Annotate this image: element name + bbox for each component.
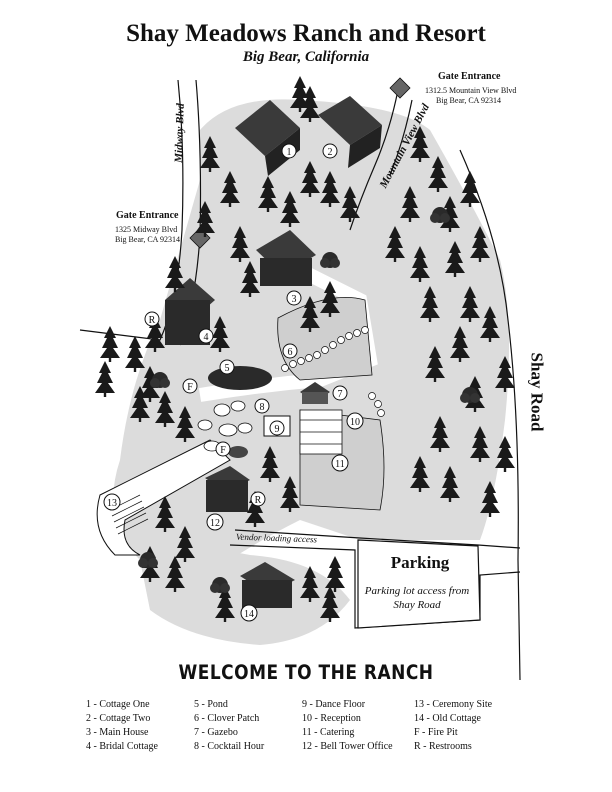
gate-midway-address: 1325 Midway Blvd	[115, 225, 178, 234]
marker-7: 7	[332, 385, 348, 401]
legend-item: 4 - Bridal Cottage	[86, 741, 158, 752]
legend-item: 9 - Dance Floor	[302, 699, 366, 710]
legend-item: F - Fire Pit	[414, 727, 458, 738]
legend-column-4: 13 - Ceremony Site 14 - Old Cottage F - …	[414, 698, 526, 754]
map-legend: 1 - Cottage One 2 - Cottage Two 3 - Main…	[86, 698, 526, 754]
legend-column-3: 9 - Dance Floor 10 - Reception 11 - Cate…	[302, 698, 414, 754]
marker-8-label: 8	[260, 402, 265, 413]
marker-5: 5	[219, 359, 235, 375]
legend-item: 6 - Clover Patch	[194, 713, 260, 724]
marker-firepit-2: F	[215, 441, 231, 457]
legend-item: 5 - Pond	[194, 699, 228, 710]
old-cottage-building	[240, 562, 295, 608]
gate-icon-mountain-view	[389, 77, 411, 99]
marker-6-label: 6	[288, 347, 293, 358]
map-markers: 1 2 3 4 5 6 7 8 9 10 11 12 13 14 R R F F	[103, 143, 364, 622]
marker-10-label: 10	[350, 417, 360, 428]
shay-road-label: Shay Road	[527, 352, 547, 432]
vendor-access-road-edge	[234, 529, 521, 549]
legend-item: 10 - Reception	[302, 713, 361, 724]
gate-mountain-view-title: Gate Entrance	[438, 71, 501, 82]
legend-item: 3 - Main House	[86, 727, 149, 738]
gate-midway-title: Gate Entrance	[116, 210, 179, 221]
marker-restroom-2-label: R	[255, 495, 262, 506]
marker-7-label: 7	[338, 389, 343, 400]
shay-road-line	[459, 149, 521, 681]
marker-10: 10	[346, 412, 364, 430]
gate-mountain-view-address: 1312.5 Mountain View Blvd	[425, 86, 517, 95]
marker-1-label: 1	[287, 147, 292, 158]
pond	[208, 366, 272, 390]
legend-item: 7 - Gazebo	[194, 727, 238, 738]
marker-restroom-1-label: R	[149, 315, 156, 326]
marker-restroom-2: R	[250, 491, 266, 507]
gate-mountain-view-city: Big Bear, CA 92314	[436, 96, 502, 105]
marker-restroom-1: R	[144, 311, 160, 327]
reception-tent	[299, 409, 343, 455]
clover-stone-border	[281, 326, 385, 417]
marker-firepit-1-label: F	[187, 382, 193, 393]
legend-item: 8 - Cocktail Hour	[194, 741, 265, 752]
marker-5-label: 5	[225, 363, 230, 374]
marker-14: 14	[240, 604, 258, 622]
marker-2: 2	[322, 143, 338, 159]
legend-item: 14 - Old Cottage	[414, 713, 481, 724]
marker-11: 11	[331, 454, 349, 472]
cottage-two-building	[318, 96, 382, 168]
legend-item: 12 - Bell Tower Office	[302, 741, 393, 752]
ceremony-road	[96, 439, 231, 556]
mountain-view-road-edge	[389, 99, 413, 176]
legend-column-1: 1 - Cottage One 2 - Cottage Two 3 - Main…	[86, 698, 194, 754]
fire-pit-object	[228, 446, 248, 458]
marker-1: 1	[281, 143, 297, 159]
marker-11-label: 11	[335, 459, 345, 470]
marker-3: 3	[286, 290, 302, 306]
legend-item: R - Restrooms	[414, 741, 472, 752]
marker-firepit-1: F	[182, 378, 198, 394]
marker-14-label: 14	[244, 609, 254, 620]
marker-12: 12	[206, 513, 224, 531]
marker-13-label: 13	[107, 498, 117, 509]
marker-9-label: 9	[275, 424, 280, 435]
legend-column-2: 5 - Pond 6 - Clover Patch 7 - Gazebo 8 -…	[194, 698, 302, 754]
marker-4: 4	[198, 328, 214, 344]
map-title: Shay Meadows Ranch and Resort	[126, 20, 486, 47]
marker-8: 8	[254, 398, 270, 414]
marker-firepit-2-label: F	[220, 445, 226, 456]
legend-item: 11 - Catering	[302, 727, 355, 738]
marker-9: 9	[269, 420, 285, 436]
legend-item: 13 - Ceremony Site	[414, 699, 493, 710]
legend-item: 1 - Cottage One	[86, 699, 150, 710]
parking-lot	[357, 539, 481, 629]
mountain-view-road	[349, 89, 399, 231]
welcome-banner: WELCOME TO THE RANCH	[178, 661, 434, 685]
marker-12-label: 12	[210, 518, 220, 529]
main-house-building	[256, 230, 316, 286]
marker-3-label: 3	[292, 294, 297, 305]
bell-tower-building	[205, 466, 250, 512]
midway-blvd-label: Midway Blvd	[172, 103, 187, 163]
gate-midway-city: Big Bear, CA 92314	[115, 235, 181, 244]
gazebo	[300, 382, 330, 404]
marker-6: 6	[282, 343, 298, 359]
marker-4-label: 4	[204, 332, 209, 343]
parking-title: Parking	[390, 553, 450, 572]
marker-13: 13	[103, 493, 121, 511]
map-subtitle: Big Bear, California	[242, 49, 370, 65]
parking-note: Parking lot access from Shay Road	[364, 585, 470, 611]
marker-2-label: 2	[328, 147, 333, 158]
legend-item: 2 - Cottage Two	[86, 713, 151, 724]
